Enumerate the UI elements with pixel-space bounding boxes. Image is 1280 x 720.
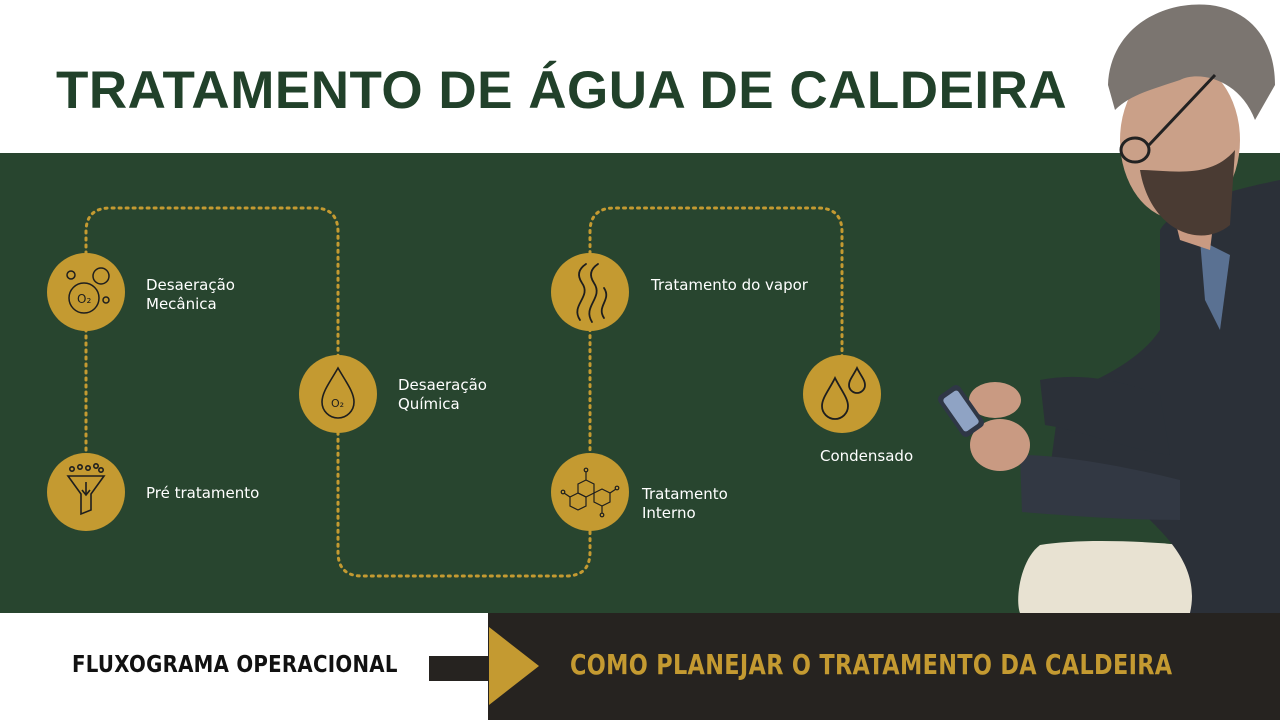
flow-node-pre-tratamento	[47, 453, 125, 531]
node-label-tratamento-vapor: Tratamento do vapor	[651, 276, 808, 294]
o2-text: O₂	[331, 397, 344, 410]
node-label-pre-tratamento: Pré tratamento	[146, 484, 260, 502]
presenter-forearm	[1020, 455, 1180, 520]
glasses-icon	[1119, 73, 1217, 164]
footer-cta-label: COMO PLANEJAR O TRATAMENTO DA CALDEIRA	[570, 648, 1173, 681]
water-drops-icon	[821, 365, 866, 420]
flow-node-desaeracao-mecanica: O₂	[47, 253, 125, 331]
o2-text: O₂	[77, 292, 91, 306]
presenter-arm	[1040, 376, 1170, 455]
flow-node-tratamento-vapor	[551, 253, 629, 331]
presenter-beard	[1140, 150, 1235, 236]
presenter-shirt	[1200, 240, 1230, 330]
molecule-icon	[560, 467, 620, 518]
steam-icon	[576, 263, 608, 323]
flow-node-desaeracao-quimica: O₂	[299, 355, 377, 433]
presenter-hair	[1108, 4, 1275, 120]
flow-connectors	[84, 206, 844, 578]
phone-screen	[943, 390, 979, 432]
node-label-desaeracao-mecanica: Desaeração Mecânica	[146, 276, 235, 313]
node-label-tratamento-interno: Tratamento Interno	[642, 485, 728, 522]
flow-node-tratamento-interno	[551, 453, 629, 531]
footer-left-label: FLUXOGRAMA OPERACIONAL	[72, 652, 398, 678]
presenter-hand-top	[969, 382, 1021, 418]
header-band	[0, 0, 1280, 153]
page-title: TRATAMENTO DE ÁGUA DE CALDEIRA	[56, 61, 1068, 120]
o2-droplet-icon: O₂	[321, 366, 355, 419]
footer-left	[0, 613, 488, 720]
presenter-hand	[970, 419, 1030, 471]
o2-bubbles-icon: O₂	[66, 267, 110, 314]
node-label-condensado: Condensado	[820, 447, 914, 465]
filter-funnel-icon	[66, 462, 106, 516]
node-label-desaeracao-quimica: Desaeração Química	[398, 376, 487, 413]
footer-right	[488, 613, 1280, 720]
connector-line	[84, 206, 844, 578]
flow-node-condensado	[803, 355, 881, 433]
